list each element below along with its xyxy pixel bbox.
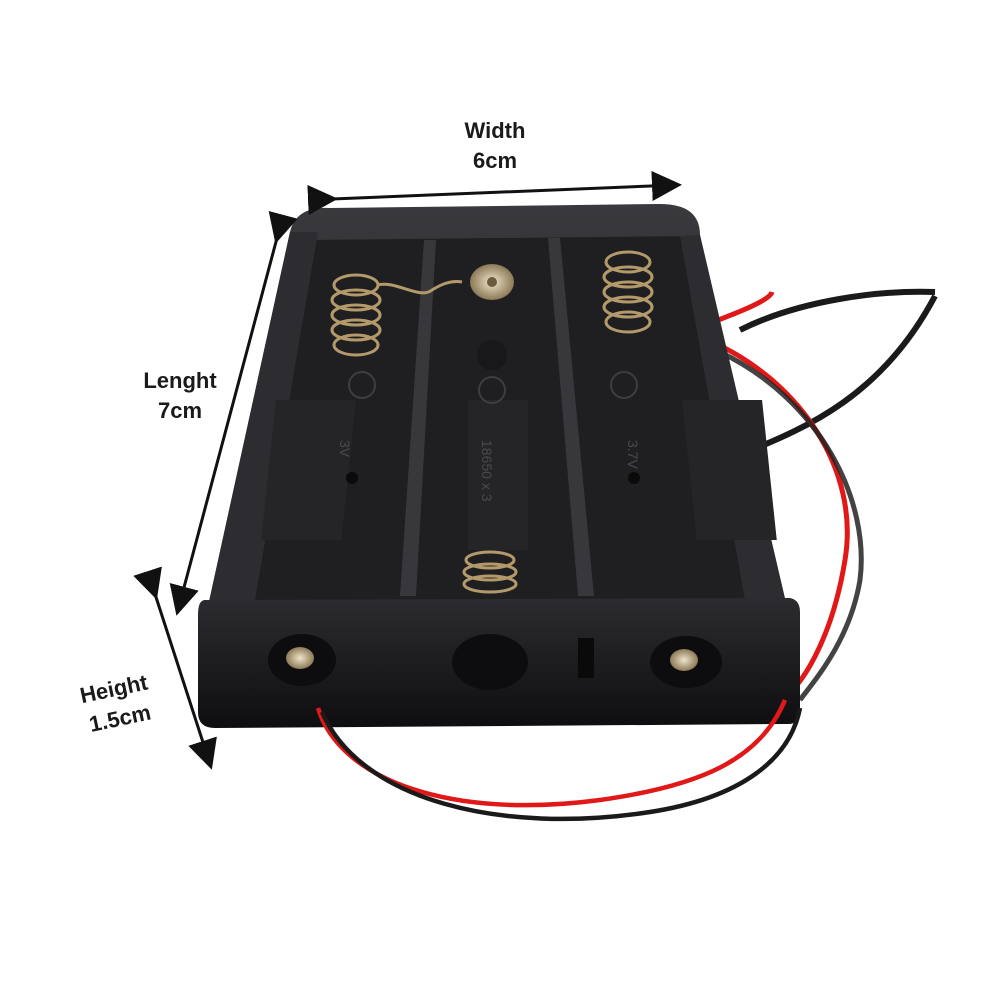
width-arrow <box>307 170 682 215</box>
black-wire-front <box>319 707 803 822</box>
front-recess-middle <box>452 634 528 690</box>
red-wire-loop <box>707 337 850 703</box>
length-value: 7cm <box>157 398 203 423</box>
height-arrow <box>133 566 217 770</box>
hole-middle-top <box>477 340 507 370</box>
length-arrow <box>169 210 298 616</box>
right-slot-plate <box>682 400 777 540</box>
plus-symbol-middle <box>478 376 506 404</box>
width-title: Width <box>464 118 526 143</box>
spring-top-right <box>602 250 654 334</box>
divider-left <box>400 240 436 596</box>
front-contact-right-metal <box>670 649 698 671</box>
divider-right <box>548 238 594 596</box>
spring-top-left <box>330 273 463 357</box>
front-contact-left-metal <box>286 647 314 669</box>
dimension-arrows <box>133 170 682 770</box>
black-wire-loop <box>718 349 864 702</box>
contact-top-middle <box>470 264 514 300</box>
left-slot-plate <box>261 400 356 540</box>
battery-holder <box>198 204 800 728</box>
minus-symbol-right <box>610 371 638 399</box>
length-title: Lenght <box>143 368 217 393</box>
middle-slot-plate <box>468 400 528 550</box>
black-wire-back <box>738 288 936 333</box>
spring-bottom-middle <box>462 550 518 594</box>
front-slot <box>578 638 594 678</box>
hole-left <box>346 472 358 484</box>
width-value: 6cm <box>472 148 518 173</box>
length-label: Lenght 7cm <box>120 366 240 426</box>
width-label: Width 6cm <box>420 116 570 176</box>
minus-symbol-left <box>348 371 376 399</box>
hole-right <box>628 472 640 484</box>
front-wires <box>315 699 803 822</box>
